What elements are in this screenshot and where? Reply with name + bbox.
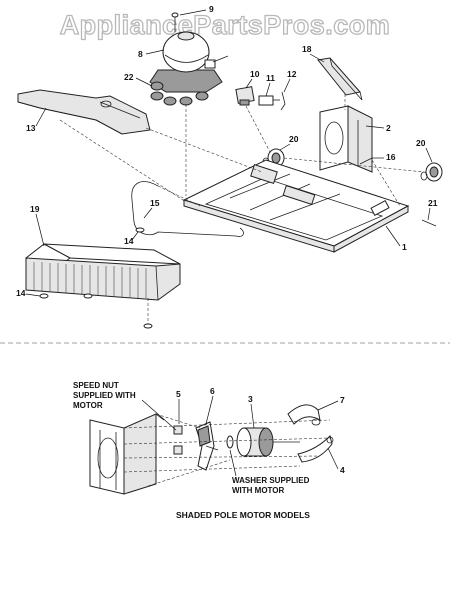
motor-bracket-part[interactable] [89,413,165,495]
clip-part[interactable] [280,91,286,111]
screw-part[interactable] [359,157,373,165]
speed-nut-part[interactable] [173,425,183,455]
callout-20-right: 20 [416,138,426,148]
callout-21: 21 [428,198,438,208]
callout-3: 3 [248,394,253,404]
callout-9: 9 [209,4,214,14]
callout-7: 7 [340,395,345,405]
upper-motor-bracket-part[interactable] [287,404,321,426]
callout-6: 6 [210,386,215,396]
callout-13: 13 [26,123,36,133]
svg-text:SPEED NUT: SPEED NUT [73,381,119,390]
diagram-caption: SHADED POLE MOTOR MODELS [176,510,310,520]
callout-5: 5 [176,389,181,399]
callout-20-left: 20 [289,134,299,144]
upper-assembly-dashed-lines [59,94,425,324]
washer-part[interactable] [226,435,234,449]
callout-2: 2 [386,123,391,133]
drain-tray-part[interactable] [17,89,151,135]
watermark-logo: AppliancePartsPros.com [60,10,391,40]
bolt-part[interactable] [171,12,179,32]
lower-assembly-dashed-lines [123,413,331,487]
motor-mount-part[interactable] [195,421,219,471]
callout-15: 15 [150,198,160,208]
fan-shroud-part[interactable] [319,105,373,173]
washer-note: WASHER SUPPLIED WITH MOTOR [232,476,310,495]
fan-motor-part-right[interactable] [420,162,443,182]
callout-10: 10 [250,69,260,79]
svg-text:MOTOR: MOTOR [73,401,103,410]
overload-part[interactable] [258,95,280,106]
relay-part[interactable] [235,86,255,106]
callout-12: 12 [287,69,297,79]
callout-18: 18 [302,44,312,54]
callout-1: 1 [402,242,407,252]
callout-16: 16 [386,152,396,162]
callout-8: 8 [138,49,143,59]
cover-part[interactable] [317,57,363,101]
compressor-part[interactable] [149,31,229,93]
svg-text:WITH MOTOR: WITH MOTOR [232,486,285,495]
svg-text:WASHER SUPPLIED: WASHER SUPPLIED [232,476,310,485]
callout-19: 19 [30,204,40,214]
svg-text:SUPPLIED WITH: SUPPLIED WITH [73,391,136,400]
pin-part[interactable] [421,219,437,227]
callout-11: 11 [266,73,275,83]
callout-4: 4 [340,465,345,475]
callout-14-lower: 14 [16,288,26,298]
tube-part[interactable] [131,181,244,237]
fan-motor-part[interactable] [236,427,300,457]
lower-motor-bracket-part[interactable] [297,435,334,463]
grommet-parts[interactable] [150,81,209,106]
callout-14-upper: 14 [124,236,134,246]
condenser-part[interactable] [25,243,181,301]
base-plate-part[interactable] [182,159,410,253]
callout-22: 22 [124,72,134,82]
speed-nut-note: SPEED NUT SUPPLIED WITH MOTOR [73,381,136,410]
